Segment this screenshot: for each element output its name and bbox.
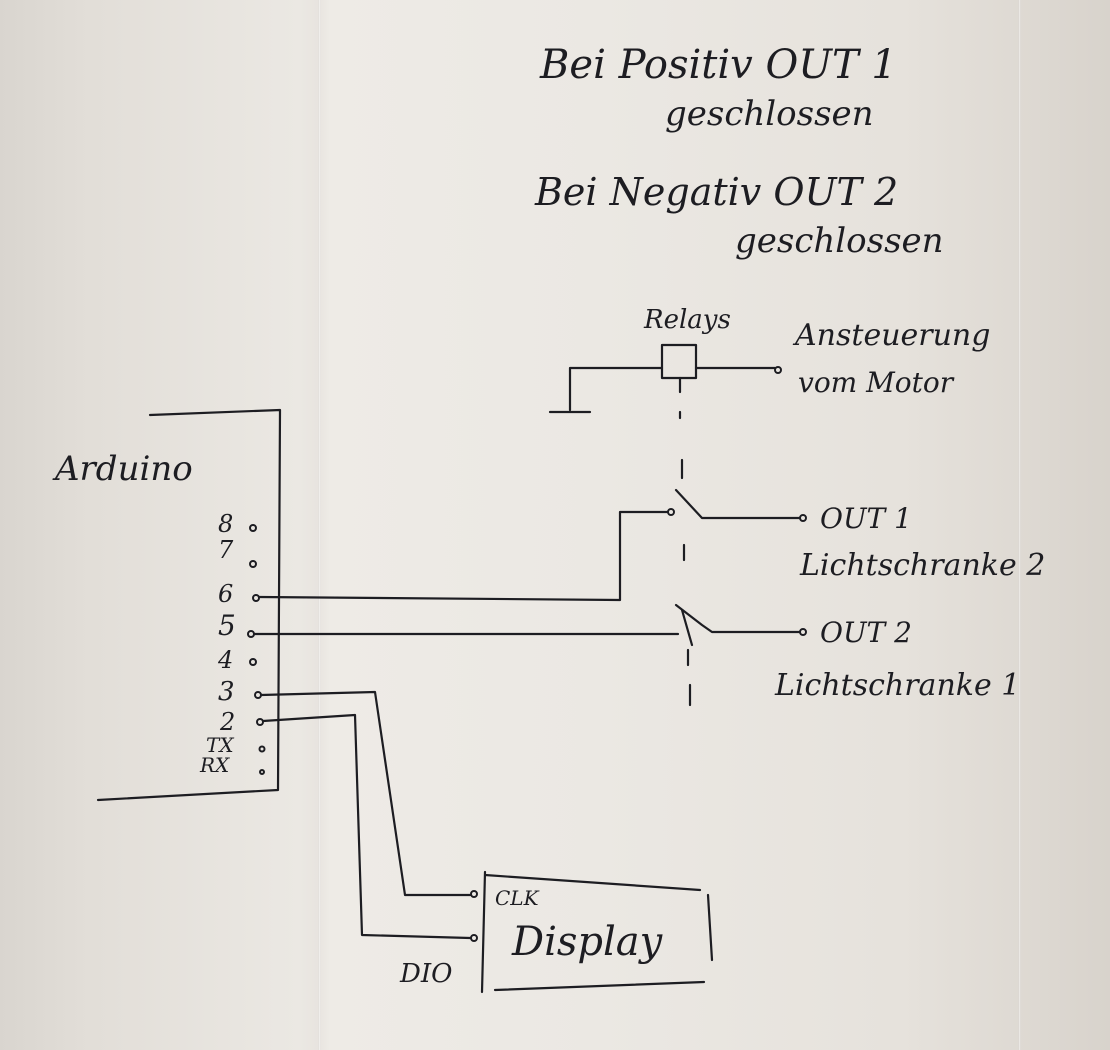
- out2-sensor-label: Lichtschranke 1: [774, 668, 1020, 703]
- paper-fold: [318, 0, 321, 1050]
- arduino-board: [96, 408, 282, 802]
- out1-sensor-label: Lichtschranke 2: [799, 548, 1045, 583]
- note-negative: Bei Negativ OUT 2: [534, 170, 898, 214]
- note-positive: Bei Positiv OUT 1: [539, 42, 897, 88]
- display-clk-label: CLK: [495, 886, 540, 910]
- display-title: Display: [511, 919, 664, 965]
- pin-5-label: 5: [218, 609, 236, 642]
- relay-symbol: [548, 343, 782, 426]
- pin-tx-label: TX: [206, 733, 234, 757]
- pin-2-label: 2: [219, 708, 235, 736]
- arduino-pins: 8 7 6 5 4 3 2 TX RX: [199, 510, 266, 777]
- pin-3-label: 3: [218, 677, 235, 707]
- display-module: [480, 870, 714, 994]
- pin-4-label: 4: [217, 646, 233, 674]
- pin-6-label: 6: [218, 580, 233, 608]
- display-dio-label: DIO: [399, 959, 452, 989]
- wire-pin3-clk: [259, 690, 478, 898]
- pin-7-label: 7: [218, 536, 234, 564]
- pin-rx-label: RX: [199, 753, 230, 777]
- note-negative-closed: geschlossen: [735, 221, 944, 261]
- paper-fold: [1018, 0, 1021, 1050]
- out1-label: OUT 1: [820, 502, 912, 535]
- relay-linkage: [680, 458, 692, 707]
- arduino-label: Arduino: [52, 449, 193, 489]
- note-positive-closed: geschlossen: [665, 94, 874, 134]
- wire-pin2-dio: [261, 713, 478, 942]
- relay-output-label-2: vom Motor: [798, 366, 955, 399]
- relay-label: Relays: [643, 305, 731, 335]
- relay-output-label-1: Ansteuerung: [792, 318, 990, 353]
- pin-8-label: 8: [218, 510, 233, 538]
- wire-pin5-out2: [252, 603, 807, 647]
- out2-label: OUT 2: [820, 616, 912, 649]
- wire-pin6-out1: [257, 488, 807, 602]
